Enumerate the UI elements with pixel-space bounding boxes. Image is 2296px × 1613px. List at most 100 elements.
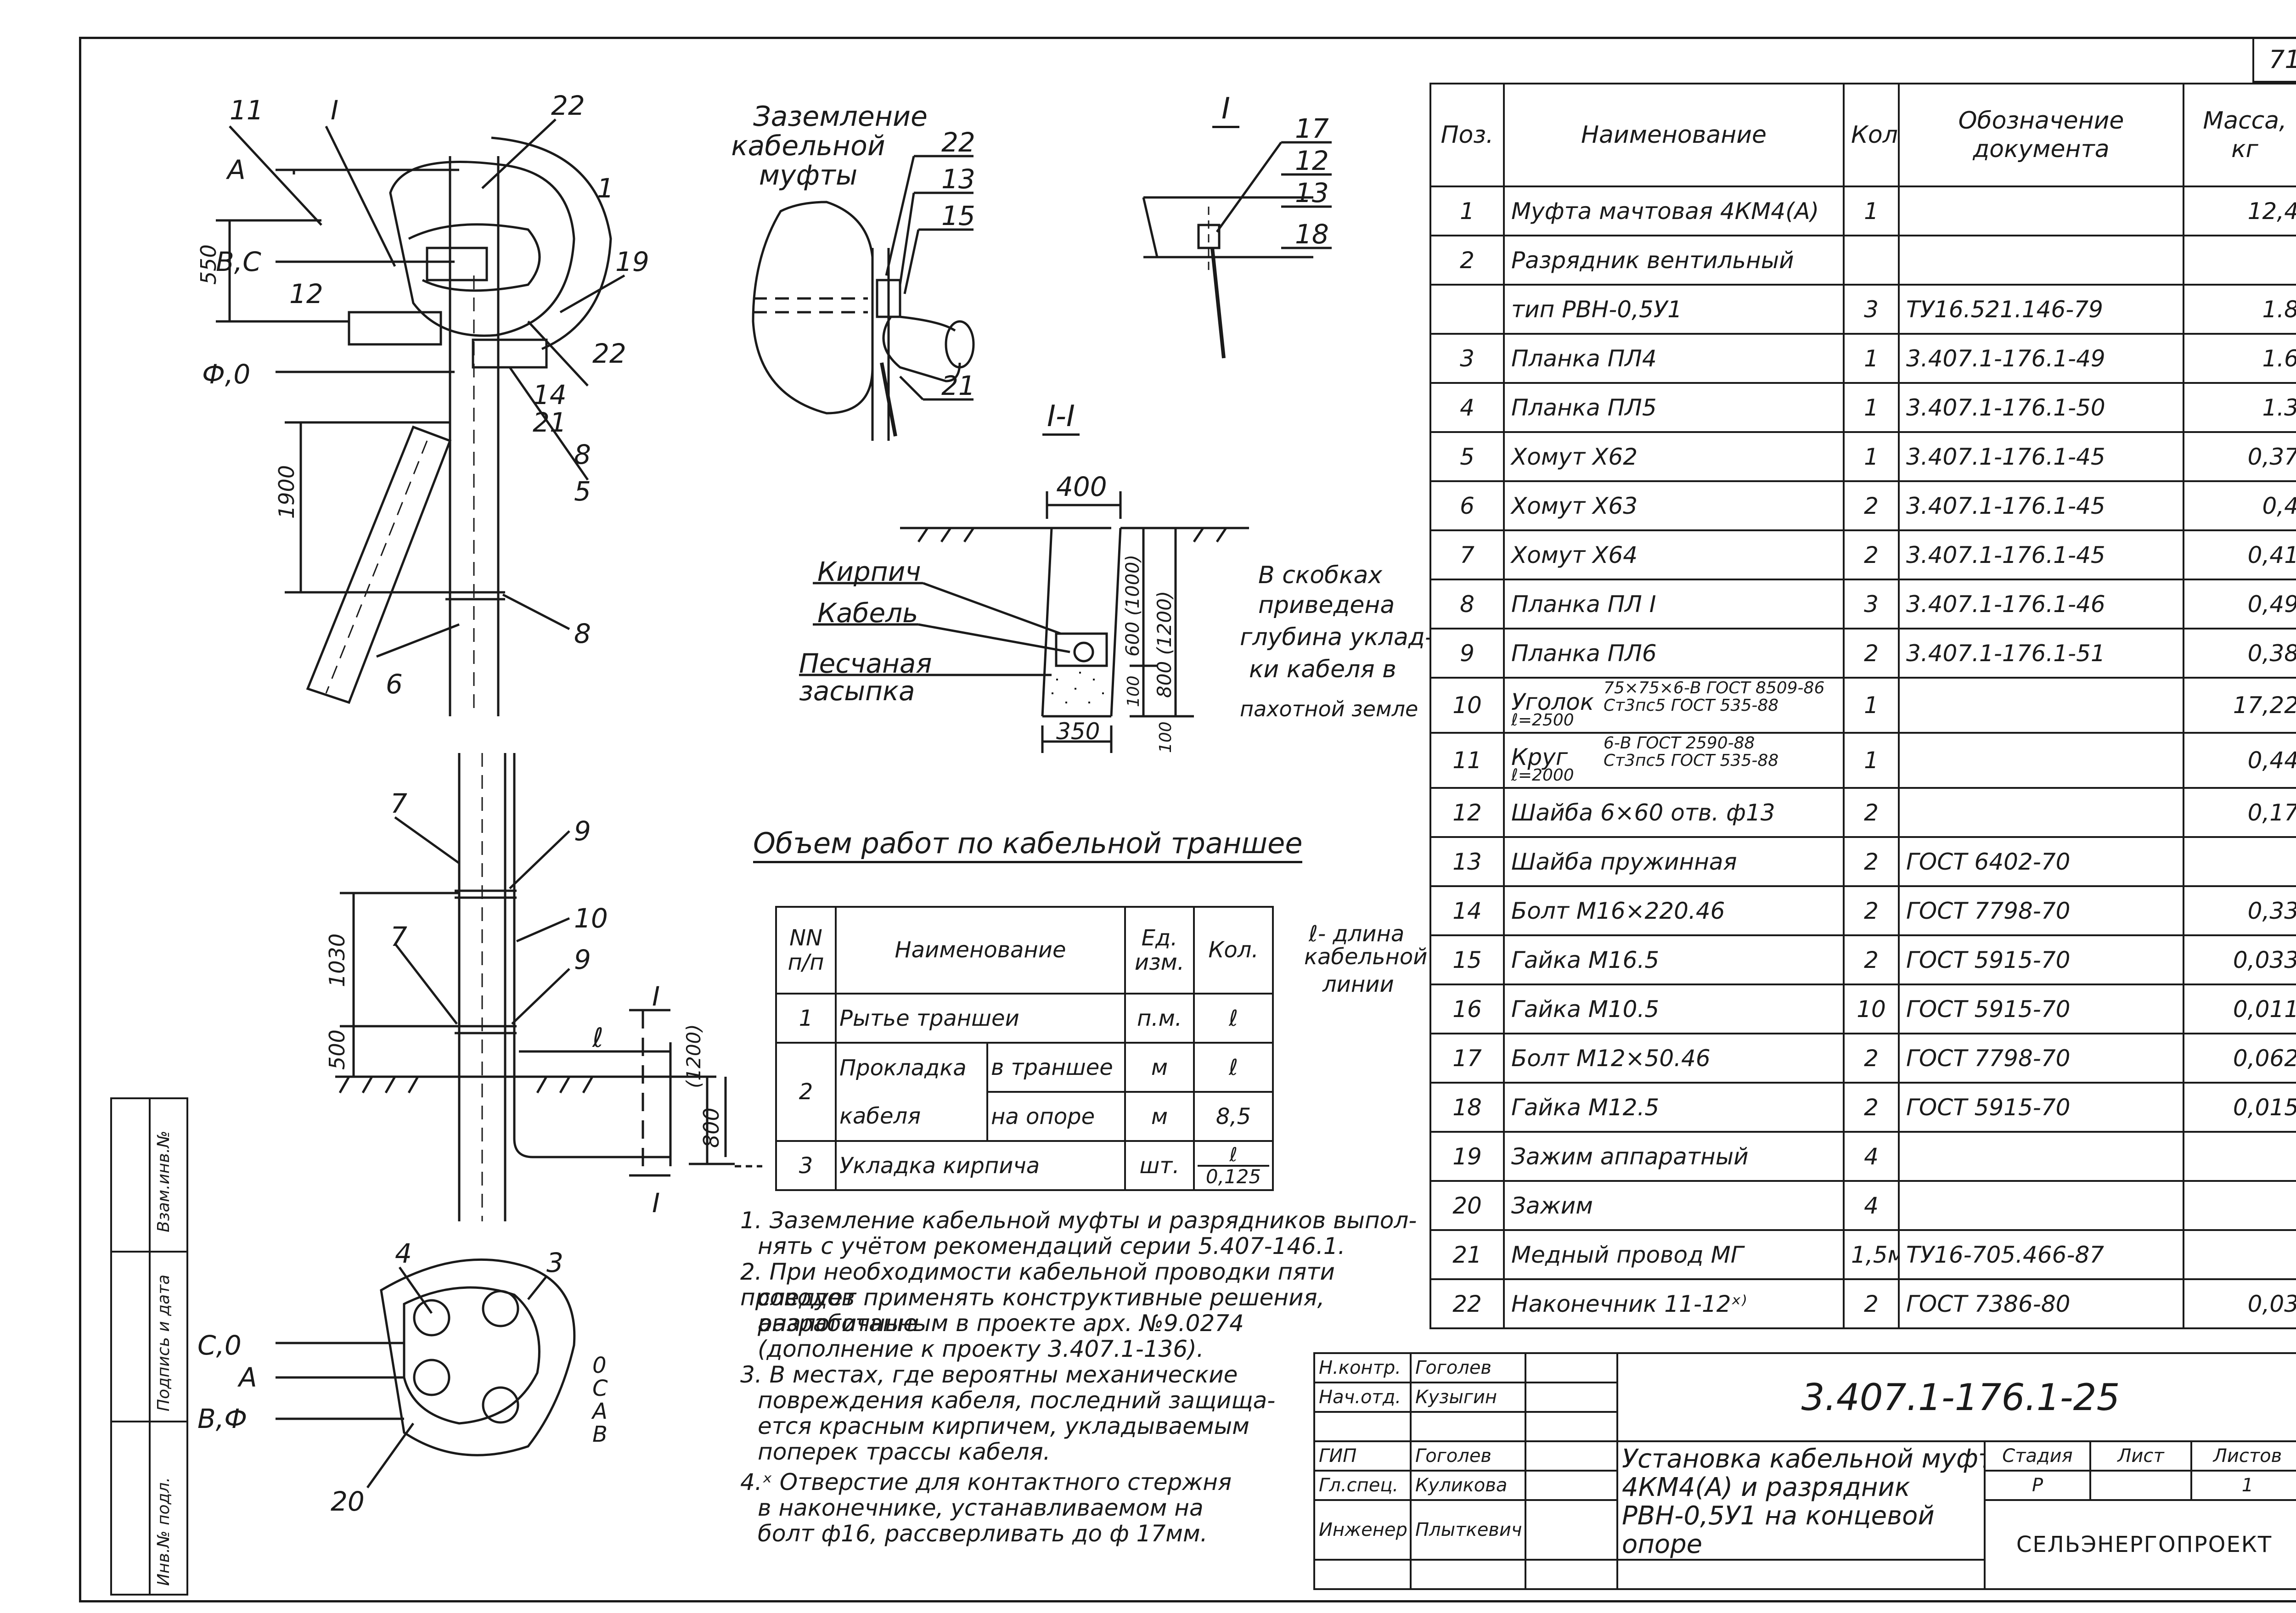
work-header-name: Наименование xyxy=(834,906,1126,995)
spec-doc: ГОСТ 5915-70 xyxy=(1898,984,2184,1034)
tb-title: Установка кабельной муфты 4КМ4(А) и разр… xyxy=(1616,1440,1986,1561)
spec-qty: 3 xyxy=(1843,579,1900,629)
work-unit: шт. xyxy=(1124,1140,1195,1191)
work-qty-a: ℓ xyxy=(1193,1042,1274,1093)
spec-name: Гайка М12.5 xyxy=(1503,1082,1845,1133)
trench-note-5: пахотной земле xyxy=(1240,697,1418,721)
spec-mass: 0,44 xyxy=(2183,732,2296,789)
sheet-number-box: 71 xyxy=(2252,37,2296,83)
label-11: 11 xyxy=(230,95,264,126)
spec-mass: 0,03 xyxy=(2183,1278,2296,1329)
spec-name: Хомут Х62 xyxy=(1503,431,1845,482)
plan-view xyxy=(276,1258,576,1489)
tb-drawing-code: 3.407.1-176.1-25 xyxy=(1616,1352,2296,1442)
work-header-qty: Кол. xyxy=(1193,906,1274,995)
spec-mass: 12,4 xyxy=(2183,185,2296,236)
section-cut-top: I xyxy=(652,981,660,1012)
spec-pos xyxy=(1429,284,1505,335)
spec-name: Планка ПЛ4 xyxy=(1503,333,1845,384)
trench-dim-600: 600 (1000) xyxy=(1122,555,1143,657)
spec-pos: 5 xyxy=(1429,431,1505,482)
work-sub-b: на опоре xyxy=(986,1091,1126,1142)
ground-label-21: 21 xyxy=(941,370,975,401)
label-7b: 7 xyxy=(390,921,407,952)
work-n: 3 xyxy=(775,1140,837,1191)
spec-doc: ГОСТ 5915-70 xyxy=(1898,934,2184,985)
trench-dim-100b: 100 xyxy=(1156,721,1175,753)
trench-brick: Кирпич xyxy=(817,556,921,587)
label-5: 5 xyxy=(574,476,591,507)
spec-name: Хомут Х63 xyxy=(1503,480,1845,531)
spec-mass: 17,22 xyxy=(2183,677,2296,734)
spec-name: Планка ПЛ I xyxy=(1503,579,1845,629)
spec-doc: ТУ16.521.146-79 xyxy=(1898,284,2184,335)
spec-pos: 13 xyxy=(1429,836,1505,887)
spec-pos: 6 xyxy=(1429,480,1505,531)
spec-name: тип РВН-0,5У1 xyxy=(1503,284,1845,335)
grounding-heading-line-2: кабельной муфты xyxy=(731,130,885,191)
work-qty-fraction: ℓ 0,125 xyxy=(1193,1140,1274,1191)
work-unit-b: м xyxy=(1124,1091,1195,1142)
spec-sub: ℓ=2500 xyxy=(1511,711,1574,730)
trench-note-4: ки кабеля в xyxy=(1249,656,1396,683)
spec-name: Разрядник вентильный xyxy=(1503,235,1845,286)
spec-qty: 2 xyxy=(1843,480,1900,531)
spec-qty: 1 xyxy=(1843,382,1900,433)
label-22a: 22 xyxy=(551,90,585,121)
work-row-3: 3 Укладка кирпича шт. ℓ 0,125 xyxy=(775,1140,1274,1191)
label-8a: 8 xyxy=(574,439,591,470)
tb-row-3 xyxy=(1313,1411,2296,1442)
spec-pos: 2 xyxy=(1429,235,1505,286)
dim-800: 800 xyxy=(699,1107,724,1148)
work-qty-b: 8,5 xyxy=(1193,1091,1274,1142)
phase-F0: Ф,0 xyxy=(202,359,250,390)
spec-sub: 75×75×6-В ГОСТ 8509-86 xyxy=(1604,679,1825,697)
note-line-12: в наконечнике, устанавливаемом на xyxy=(758,1495,1204,1521)
label-14: 14 xyxy=(533,379,567,410)
trench-note-3: глубина уклад- xyxy=(1240,624,1429,651)
dim-1030: 1030 xyxy=(325,933,349,987)
sec-label-17: 17 xyxy=(1295,113,1329,144)
spec-header-pos: Поз. xyxy=(1429,83,1505,187)
pole-elevation-top xyxy=(216,118,625,716)
tb-empty xyxy=(1313,1559,1412,1590)
spec-name: Планка ПЛ6 xyxy=(1503,628,1845,679)
trench-note-1: В скобках xyxy=(1258,562,1383,589)
note-line-3: 2. При необходимости кабельной проводки … xyxy=(740,1259,1335,1311)
work-name-b: кабеля xyxy=(835,1092,988,1142)
trench-bottom-width: 350 xyxy=(1056,718,1100,745)
tb-title-line-2: 4КМ4(А) и разрядник xyxy=(1622,1472,1910,1502)
spec-qty xyxy=(1843,235,1900,286)
work-name-a: Прокладка xyxy=(835,1042,988,1092)
spec-qty: 2 xyxy=(1843,934,1900,985)
plan-right-C: С xyxy=(592,1376,608,1401)
spec-sub: ℓ=2000 xyxy=(1511,766,1574,785)
spec-pos: 16 xyxy=(1429,984,1505,1034)
tb-person: Гоголев xyxy=(1410,1352,1526,1383)
tb-person: Плыткевич xyxy=(1410,1499,1526,1561)
tb-signature xyxy=(1525,1382,1618,1413)
spec-doc: ГОСТ 7386-80 xyxy=(1898,1278,2184,1329)
dim-500: 500 xyxy=(325,1029,349,1070)
spec-pos: 10 xyxy=(1429,677,1505,734)
plan-right-B: В xyxy=(592,1422,608,1447)
spec-pos: 8 xyxy=(1429,579,1505,629)
dim-1900: 1900 xyxy=(274,465,299,519)
tb-title-line-3: РВН-0,5У1 на концевой xyxy=(1622,1501,1935,1531)
note-line-4: следует применять конструктивные решения… xyxy=(758,1284,1325,1337)
work-name: Рытье траншеи xyxy=(834,993,1126,1044)
spec-name: Болт М16×220.46 xyxy=(1503,885,1845,936)
spec-doc xyxy=(1898,1180,2184,1231)
label-9b: 9 xyxy=(574,944,591,975)
work-qty: ℓ xyxy=(1193,993,1274,1044)
plan-label-20: 20 xyxy=(331,1486,365,1517)
spec-doc xyxy=(1898,677,2184,734)
grounding-heading: Заземление кабельной муфты xyxy=(680,102,937,190)
spec-header-row: Поз. Наименование Кол. Обозначение докум… xyxy=(1429,83,2296,187)
note-line-8: повреждения кабеля, последний защища- xyxy=(758,1387,1276,1414)
phase-A: А xyxy=(225,154,246,185)
trench-section xyxy=(799,491,1249,753)
left-strip: Взам.инв.№ Подпись и дата Инв.№ подл. xyxy=(110,1097,188,1596)
